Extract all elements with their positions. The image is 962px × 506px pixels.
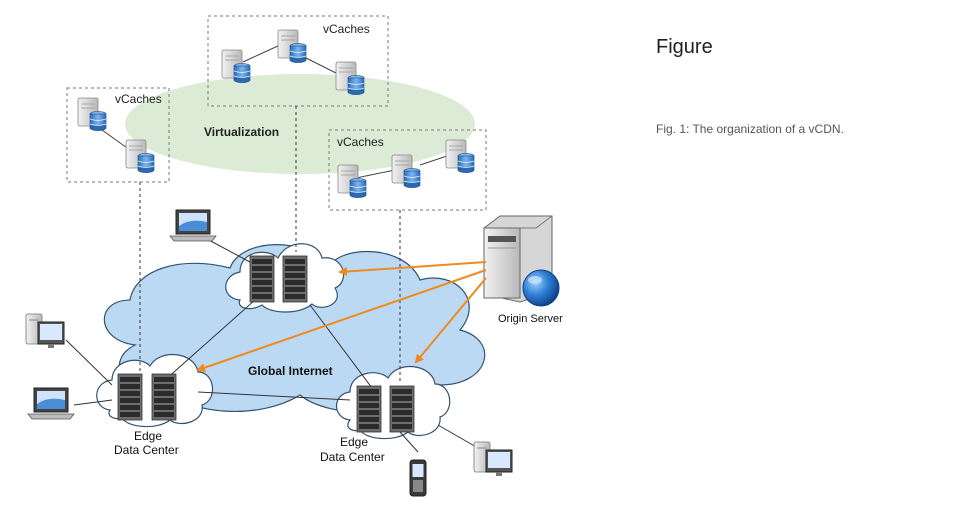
backbone-links: [164, 299, 376, 401]
edge-dc-left-line2: Data Center: [114, 443, 179, 457]
globe-icon: [522, 269, 560, 307]
vcaches-label-right: vCaches: [337, 135, 384, 149]
vcache-server-icon: [277, 29, 307, 63]
vcaches-label-top: vCaches: [323, 22, 370, 36]
virtualization-area: [125, 74, 475, 174]
vcache-server-icon: [445, 139, 475, 174]
global-internet-label: Global Internet: [248, 364, 333, 378]
figure-caption: Fig. 1: The organization of a vCDN.: [656, 122, 844, 136]
vcaches-label-left: vCaches: [115, 92, 162, 106]
figure-heading: Figure: [656, 36, 713, 58]
vcdn-diagram: Virtualization Global Internet vCaches v…: [25, 15, 563, 497]
desktop-computer-icon: [25, 313, 65, 349]
server-rack-icon: [356, 385, 382, 433]
device-links: [65, 237, 479, 453]
edge-dc-right-line1: Edge: [340, 435, 368, 449]
edge-dc-right-line2: Data Center: [320, 450, 385, 464]
mobile-phone-icon: [409, 459, 427, 497]
vcaches-box-left: [66, 87, 170, 183]
server-rack-icon: [249, 255, 275, 303]
laptop-icon: [169, 209, 217, 242]
delivery-arrows: [196, 261, 487, 372]
vcache-server-icon: [77, 97, 107, 132]
virtual-links: [139, 106, 401, 382]
vcaches-box-top: [207, 15, 389, 107]
vcache-server-icon: [335, 61, 365, 95]
edge-dc-left-line1: Edge: [134, 429, 162, 443]
vcache-links: [94, 44, 451, 179]
virtualization-label: Virtualization: [204, 125, 279, 139]
desktop-computer-icon: [473, 441, 513, 477]
server-rack-icon: [282, 255, 308, 303]
vcache-server-icon: [221, 49, 251, 83]
server-rack-icon: [151, 373, 177, 421]
server-rack-icon: [117, 373, 143, 421]
server-rack-icon: [389, 385, 415, 433]
origin-server-label: Origin Server: [498, 313, 563, 325]
laptop-icon: [27, 387, 75, 420]
vcaches-box-right: [328, 129, 487, 211]
